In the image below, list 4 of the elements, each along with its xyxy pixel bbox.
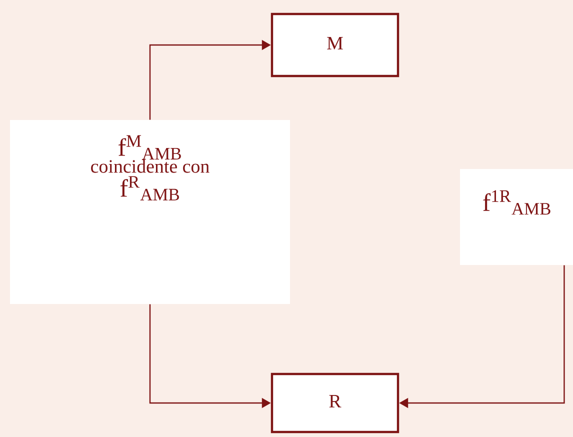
labelled-box: R [270, 372, 400, 434]
text-panel: f$^{1R}$AMB [460, 169, 573, 265]
text-panel: f$^{M}$AMB coincidente con f$^{R}$AMB [10, 120, 290, 304]
labelled-box: M [270, 12, 400, 78]
